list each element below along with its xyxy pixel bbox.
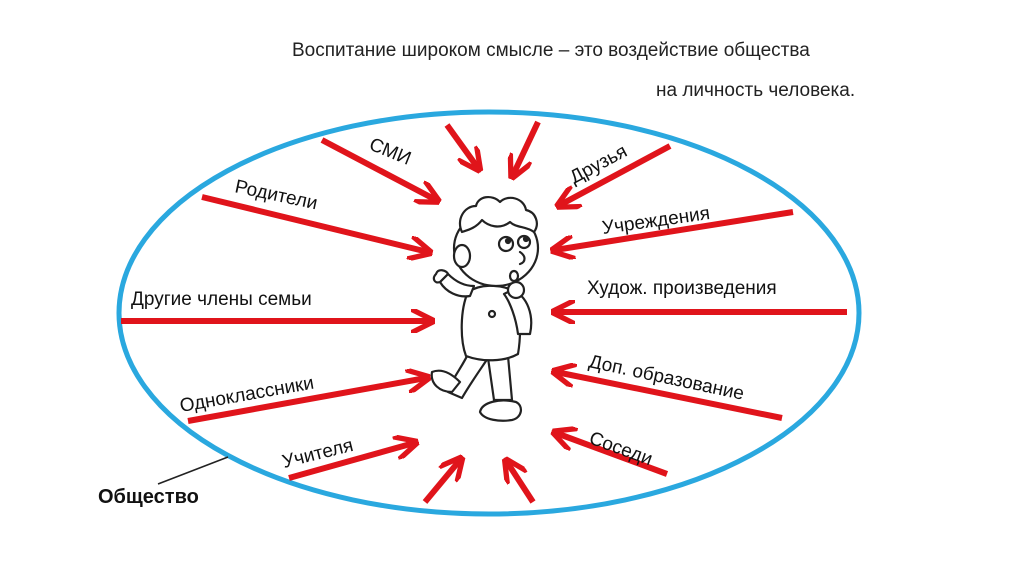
label-drugie: Другие члены семьи [131,289,312,310]
arrow-uchrezhdeniya [555,209,794,250]
label-sosedi: Соседи [586,428,655,470]
arrow-smi [320,137,436,200]
arrow-roditeli [201,194,428,252]
society-label: Общество [98,486,199,508]
title-line-1: Воспитание широком смысле – это воздейст… [292,40,810,61]
arrow-druzya [560,143,672,205]
arrow-odnoklassniki [187,378,426,424]
label-hudozh: Худож. произведения [587,278,777,299]
arrow-uchitelya [288,443,414,481]
title-line-2: на личность человека. [656,80,856,101]
arrow-bottom-right [507,462,536,504]
arrow-top-right [513,120,541,175]
arrow-dop [556,372,783,421]
arrow-sosedi [556,433,669,477]
society-ellipse [116,109,862,517]
arrow-bottom-left [422,460,460,504]
child-figure-icon [430,196,540,422]
arrow-top-left [444,123,478,168]
society-pointer-line [157,456,229,485]
